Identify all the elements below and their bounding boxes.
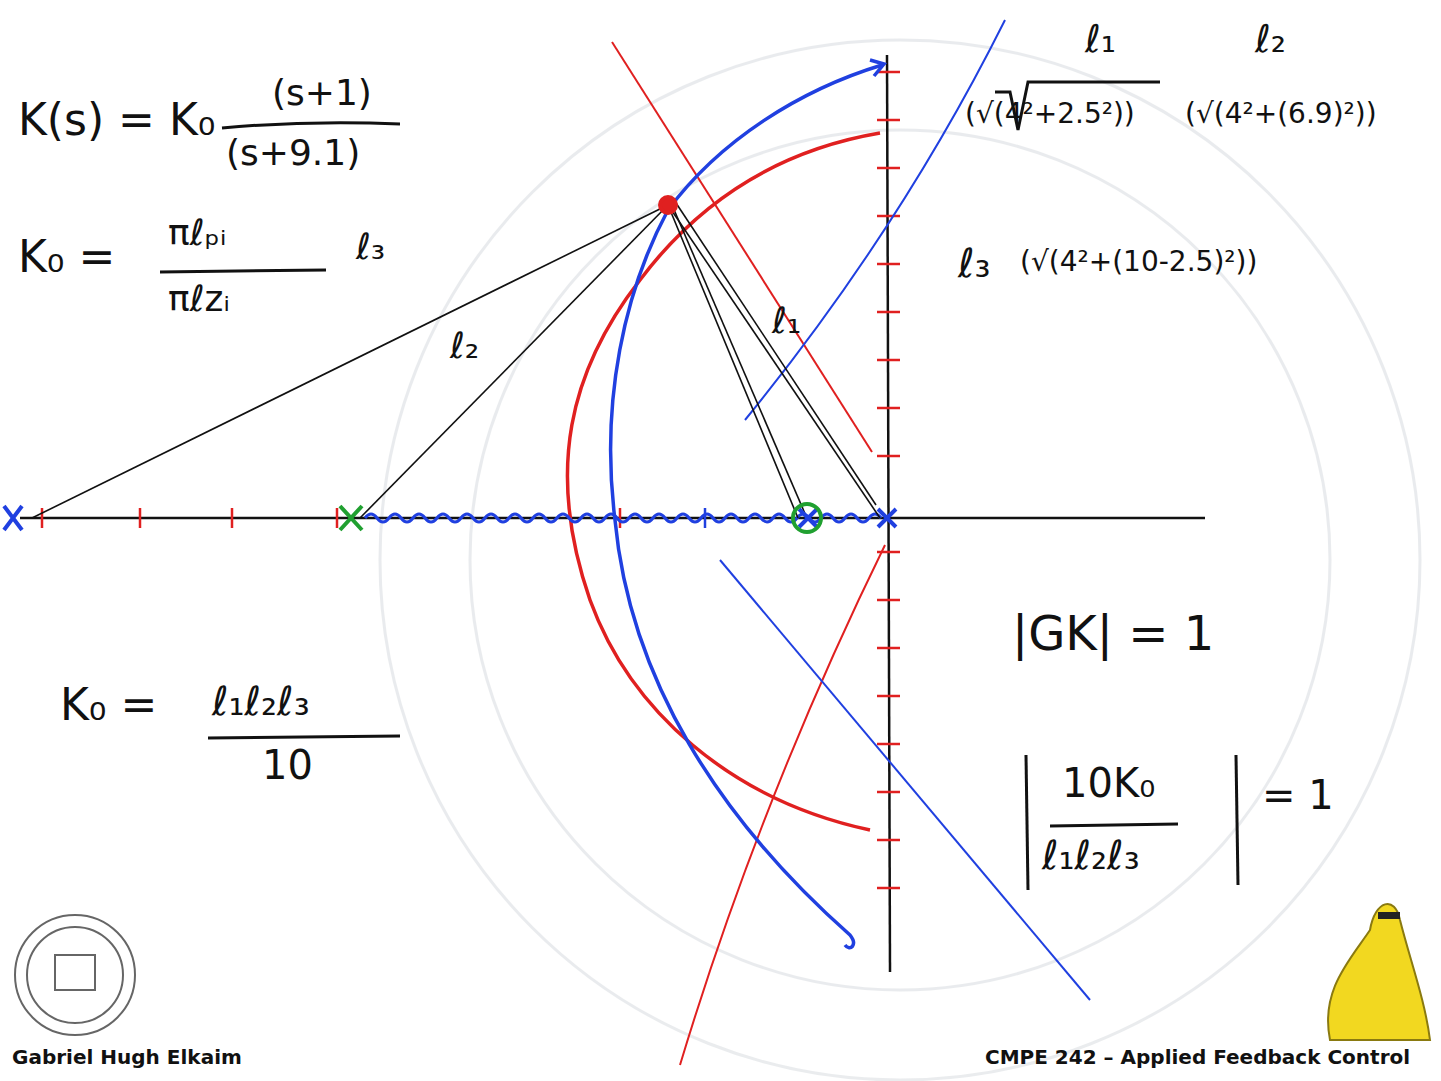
- tick-mark: [877, 311, 900, 314]
- numerator: 10K₀: [1062, 760, 1155, 806]
- tick-mark: [877, 455, 900, 458]
- length-label: ℓ₁: [1085, 18, 1116, 62]
- length-expression: (√(4²+2.5²)): [965, 98, 1135, 130]
- locus-branch: [567, 133, 880, 830]
- vector-lines: [32, 203, 880, 518]
- axes: [20, 55, 1205, 972]
- length-label: ℓ₂: [1255, 18, 1286, 62]
- course-title: CMPE 242 – Applied Feedback Control: [985, 1046, 1410, 1069]
- tick-mark: [877, 215, 900, 218]
- watermark-ring: [380, 40, 1420, 1080]
- vector-label: ℓ₁: [772, 300, 801, 341]
- denominator: ℓ₁ℓ₂ℓ₃: [1042, 832, 1140, 878]
- pole-mark: [878, 509, 896, 527]
- poles-zeros: [4, 197, 896, 532]
- seal-book: [55, 955, 95, 990]
- fraction-bars: [160, 82, 1238, 890]
- numerator: ℓ₁ℓ₂ℓ₃: [212, 678, 310, 724]
- vector-origin: [676, 203, 876, 505]
- vector-label: ℓ₂: [450, 325, 479, 366]
- vector-label: ℓ₃: [356, 226, 385, 267]
- fraction-bar: [222, 123, 400, 128]
- pole-mark: [799, 509, 817, 527]
- abs-bar: [1026, 755, 1028, 890]
- arrow-head: [870, 60, 884, 76]
- seal-logo: [15, 915, 135, 1035]
- tick-mark: [877, 407, 900, 410]
- blue-asymptote: [745, 20, 1005, 420]
- length-expression: (√(4²+(6.9)²)): [1185, 98, 1377, 130]
- vector-l3: [32, 205, 668, 518]
- seal-ring: [27, 927, 123, 1023]
- equation-rhs: = 1: [1262, 772, 1334, 818]
- locus-branch: [668, 65, 882, 210]
- tick-mark: [139, 508, 142, 528]
- tick-mark: [877, 71, 900, 74]
- slug-glasses: [1378, 912, 1400, 919]
- fraction-bar: [160, 270, 326, 272]
- vector-origin: [668, 205, 880, 518]
- tick-mark: [877, 167, 900, 170]
- vector-l2: [360, 205, 668, 518]
- tick-mark: [231, 508, 234, 528]
- tick-mark: [877, 695, 900, 698]
- red-asymptote: [680, 545, 885, 1065]
- slug-body: [1328, 904, 1430, 1040]
- tick-mark: [877, 887, 900, 890]
- numerator: (s+1): [272, 72, 372, 113]
- asymptotes: [612, 20, 1090, 1065]
- fraction-bar: [1050, 824, 1178, 826]
- locus-branch: [611, 210, 854, 948]
- tick-mark: [877, 119, 900, 122]
- magnitude-condition: |GK| = 1: [1012, 606, 1214, 661]
- abs-bar: [1236, 755, 1238, 885]
- tick-mark: [41, 508, 44, 528]
- test-point: [660, 197, 676, 213]
- denominator: πℓzᵢ: [168, 278, 230, 319]
- tick-mark: [877, 599, 900, 602]
- gain-formula: K₀ =: [60, 680, 157, 731]
- tick-mark: [336, 508, 339, 528]
- length-expression: (√(4²+(10-2.5)²)): [1020, 246, 1257, 278]
- red-locus: [567, 133, 880, 830]
- denominator: 10: [262, 742, 313, 788]
- numerator: πℓₚᵢ: [168, 212, 226, 253]
- vector-l1: [668, 205, 798, 518]
- pole-mark: [340, 506, 362, 530]
- tick-mark: [877, 839, 900, 842]
- real-axis: [20, 517, 1205, 520]
- seal-ring: [15, 915, 135, 1035]
- tick-mark: [877, 359, 900, 362]
- vector-l1: [672, 205, 806, 516]
- transfer-function: K(s) = K₀: [18, 95, 215, 146]
- tick-mark: [704, 508, 707, 528]
- tick-mark: [877, 263, 900, 266]
- watermark-ring: [470, 130, 1330, 990]
- length-label: ℓ₃: [958, 240, 991, 286]
- watermark: [380, 40, 1420, 1080]
- zero-mark: [793, 504, 821, 532]
- tick-mark: [877, 743, 900, 746]
- tick-mark: [877, 647, 900, 650]
- tick-mark: [877, 791, 900, 794]
- slug-mascot: [1328, 904, 1430, 1040]
- fraction-bar: [208, 736, 400, 738]
- denominator: (s+9.1): [226, 132, 360, 173]
- author-name: Gabriel Hugh Elkaim: [12, 1046, 242, 1069]
- tick-mark: [619, 508, 622, 528]
- gain-formula: K₀ =: [18, 232, 115, 283]
- blue-locus: [365, 60, 884, 948]
- pole-mark: [4, 506, 22, 530]
- tick-marks: [42, 72, 900, 888]
